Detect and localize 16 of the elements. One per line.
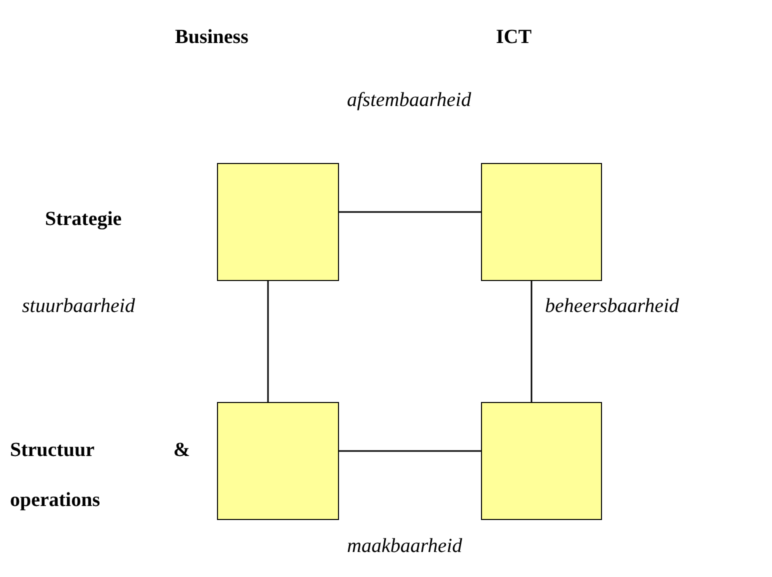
relation-label: stuurbaarheid: [22, 294, 135, 319]
column-heading: ICT: [496, 25, 532, 50]
connector-line: [339, 450, 481, 452]
connector-line: [339, 211, 481, 213]
connector-line: [530, 281, 532, 402]
connector-line: [267, 281, 269, 402]
relation-label: afstembaarheid: [347, 88, 472, 113]
column-heading: Business: [175, 25, 248, 50]
square-block: [217, 163, 339, 281]
relation-label: beheersbaarheid: [545, 294, 680, 319]
square-block: [217, 402, 339, 520]
row-heading: Structuur & operations: [10, 438, 190, 513]
square-block: [481, 163, 602, 281]
relation-label: maakbaarheid: [347, 534, 462, 559]
row-heading: Strategie: [45, 207, 122, 232]
square-block: [481, 402, 602, 520]
